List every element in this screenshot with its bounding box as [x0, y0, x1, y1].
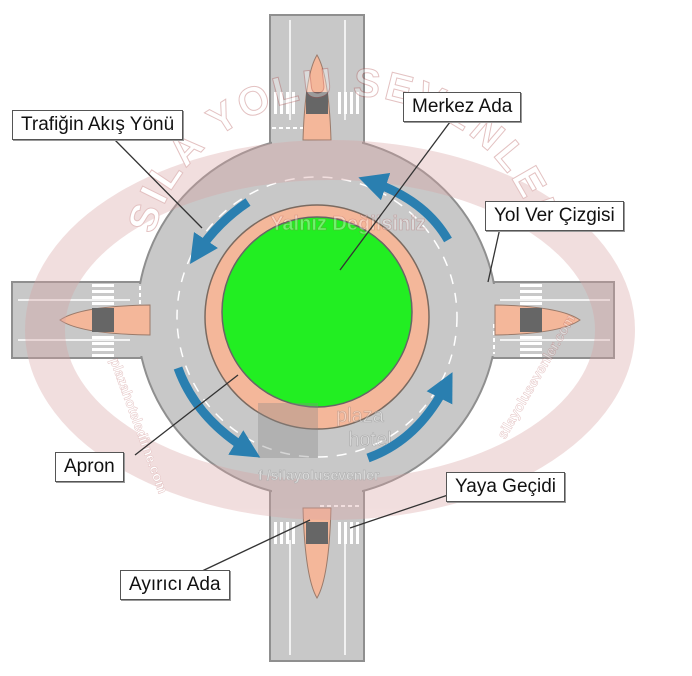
watermark-hotel-line1: plaza: [336, 405, 385, 427]
facebook-icon: f: [258, 467, 267, 483]
pedestrian-crossings: [92, 92, 542, 544]
watermark-social-handle: /silayolusevenler: [267, 467, 380, 483]
arrow-top-right: [358, 173, 452, 243]
central-island: [221, 216, 413, 408]
leader-lines: [111, 121, 501, 573]
label-apron: Apron: [55, 452, 124, 482]
label-pedestrian-crossing: Yaya Geçidi: [446, 472, 566, 502]
watermark-qr-code: [258, 403, 318, 458]
label-splitter-island: Ayırıcı Ada: [120, 570, 230, 600]
watermark-tagline: Yalnız Değilsiniz: [270, 213, 426, 235]
traffic-flow-arrows: [173, 173, 453, 463]
label-traffic-flow: Trafiğin Akış Yönü: [12, 110, 184, 140]
arrow-bottom-right: [366, 372, 453, 463]
arrow-top-left: [190, 198, 251, 264]
splitter-islands: [59, 54, 581, 599]
arrow-bottom-left: [173, 366, 261, 458]
watermark-hotel-line2: hotel: [348, 429, 391, 451]
watermark-social: f /silayolusevenler: [258, 467, 380, 483]
label-central-island: Merkez Ada: [403, 92, 522, 122]
label-yield-line: Yol Ver Çizgisi: [485, 201, 624, 231]
lane-markings: [18, 20, 610, 655]
